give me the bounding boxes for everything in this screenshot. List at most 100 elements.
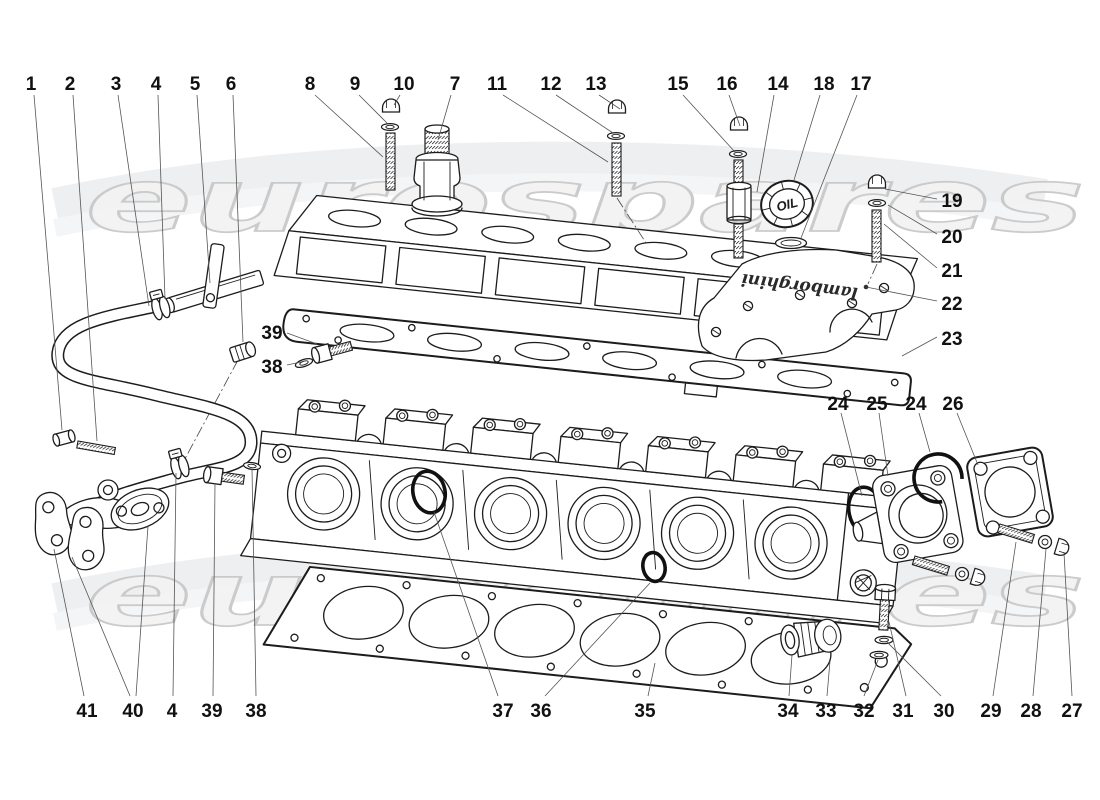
- leader-line: [884, 188, 938, 200]
- part-number-29: 29: [980, 701, 1001, 722]
- breather-union: [411, 124, 463, 217]
- cam-cover-end-cover: lamborghini: [697, 248, 915, 362]
- pipe-bracket: [202, 243, 225, 309]
- cover-screws: [710, 282, 890, 338]
- leader-line: [212, 482, 216, 697]
- leader-line: [251, 468, 257, 697]
- bolt-39-mid: [310, 340, 354, 364]
- oil-cap-o-ring: [774, 236, 808, 250]
- leader-line: [437, 94, 452, 141]
- part-number-39: 39: [261, 323, 282, 344]
- o-ring-37: [410, 469, 448, 515]
- oil-cap: OIL: [760, 179, 814, 229]
- leader-line: [598, 94, 621, 110]
- part-number-28: 28: [1020, 701, 1041, 722]
- part-number-5: 5: [190, 74, 201, 95]
- leader-line: [157, 94, 166, 300]
- part-number-36: 36: [530, 701, 551, 722]
- washer-32: [869, 650, 889, 660]
- leader-line: [1063, 552, 1073, 697]
- leader-line: [682, 94, 736, 153]
- leader-line: [756, 94, 775, 193]
- leader-line: [286, 361, 302, 366]
- part-number-33: 33: [815, 701, 836, 722]
- stud-column-14-15-16: [726, 116, 752, 259]
- part-number-13: 13: [585, 74, 606, 95]
- leader-line: [840, 412, 863, 497]
- part-number-35: 35: [634, 701, 656, 722]
- part-number-41: 41: [76, 701, 98, 722]
- part-number-2: 2: [65, 74, 76, 95]
- leader-line: [393, 94, 401, 106]
- part-number-23: 23: [941, 329, 962, 350]
- part-number-24: 24: [827, 394, 849, 415]
- leader-line: [71, 556, 131, 697]
- part-number-32: 32: [853, 701, 874, 722]
- leader-line: [865, 286, 938, 302]
- leader-dot: [863, 284, 869, 290]
- oval-flange: [110, 487, 170, 531]
- part-number-15: 15: [667, 74, 689, 95]
- part-number-4: 4: [167, 701, 178, 722]
- leader-line: [863, 659, 879, 697]
- leader-line: [555, 94, 614, 134]
- leader-line: [788, 654, 793, 697]
- c-ring-24-right: [912, 452, 964, 504]
- part-number-11: 11: [487, 74, 508, 95]
- leader-line: [878, 412, 889, 477]
- part-number-8: 8: [305, 74, 316, 95]
- part-number-12: 12: [540, 74, 561, 95]
- stud-column-11-12-13: [606, 99, 627, 197]
- leader-line: [172, 472, 177, 697]
- part-number-16: 16: [716, 74, 737, 95]
- coolant-hose-assembly: [34, 243, 354, 571]
- oil-cap-text: OIL: [775, 195, 800, 215]
- part-number-19: 19: [941, 191, 962, 212]
- leader-line: [793, 94, 821, 181]
- breather-fitting-33-34: [780, 618, 842, 658]
- flange-plate-41: [34, 491, 73, 556]
- part-number-7: 7: [450, 74, 461, 95]
- washer-31: [874, 635, 894, 645]
- leader-line: [72, 94, 98, 442]
- leader-line: [883, 223, 938, 269]
- bolt-39-bottom: [202, 466, 246, 486]
- leader-line: [992, 541, 1017, 697]
- leader-line: [918, 412, 931, 453]
- part-number-34: 34: [777, 701, 799, 722]
- outlet-flange-plate-26: [966, 446, 1054, 538]
- part-number-37: 37: [492, 701, 513, 722]
- part-number-30: 30: [933, 701, 954, 722]
- part-number-40: 40: [122, 701, 143, 722]
- leader-line: [196, 94, 211, 284]
- leader-line: [33, 94, 63, 431]
- part-number-27: 27: [1061, 701, 1082, 722]
- part-number-17: 17: [850, 74, 871, 95]
- leader-line: [888, 621, 907, 697]
- nut-1: [52, 429, 76, 447]
- leader-line: [286, 332, 318, 345]
- part-number-9: 9: [350, 74, 361, 95]
- cam-caps: [294, 399, 891, 497]
- stud-column-8-9-10: [380, 98, 401, 191]
- leader-line: [800, 94, 858, 239]
- part-number-31: 31: [892, 701, 914, 722]
- hose-clamp-lower: [168, 447, 190, 480]
- part-number-25: 25: [866, 394, 888, 415]
- banjo-fitting: [97, 479, 119, 501]
- leader-line: [53, 548, 85, 697]
- cylinder-head: [240, 399, 905, 624]
- part-number-24: 24: [905, 394, 927, 415]
- stud-column-19-20-21: [867, 174, 887, 263]
- leader-line: [728, 94, 741, 127]
- o-ring-36: [641, 550, 667, 584]
- leader-line: [117, 94, 150, 307]
- part-number-38: 38: [261, 357, 282, 378]
- part-number-20: 20: [941, 227, 962, 248]
- part-number-1: 1: [26, 74, 37, 95]
- leader-line: [502, 94, 609, 163]
- water-union-cover-25: [852, 464, 964, 564]
- part-number-6: 6: [226, 74, 237, 95]
- part-number-21: 21: [941, 261, 963, 282]
